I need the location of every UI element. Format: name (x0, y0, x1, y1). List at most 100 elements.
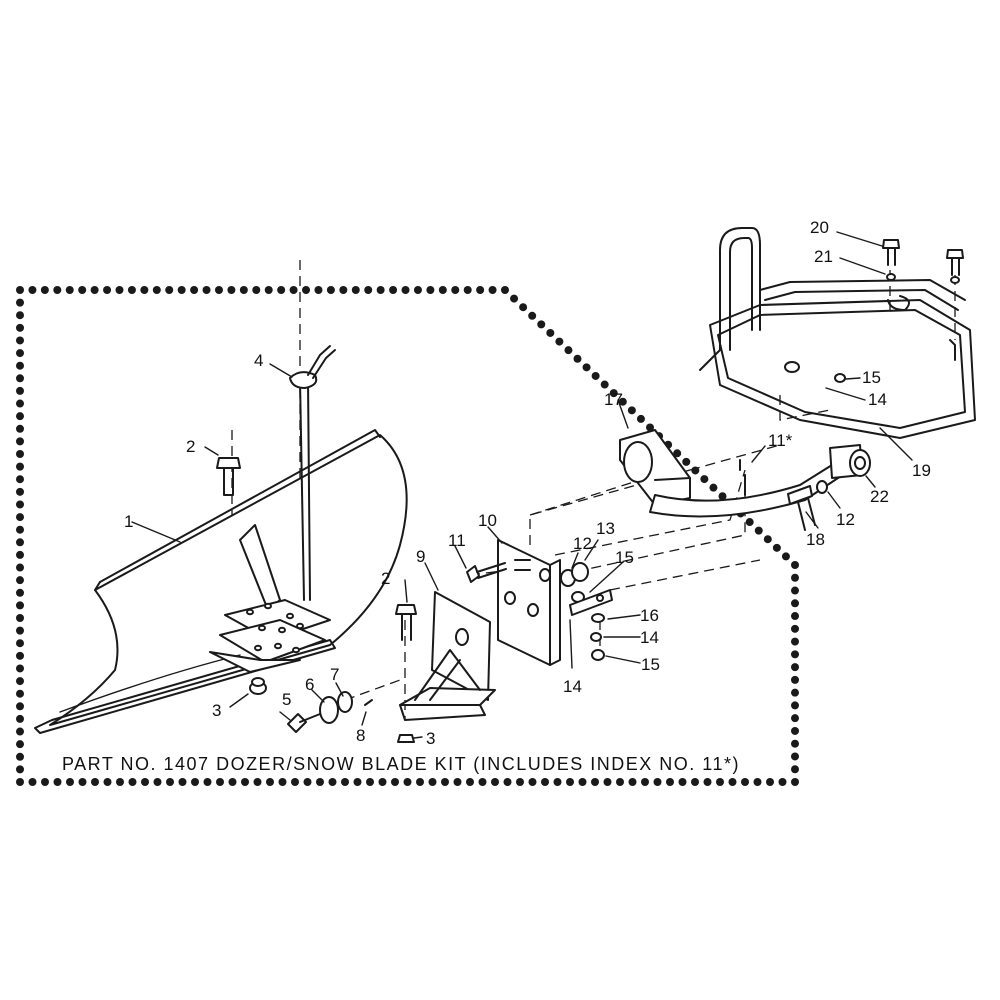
border-dot (16, 588, 24, 597)
border-dot (128, 778, 137, 786)
border-dot (488, 286, 497, 294)
plate-hole (258, 624, 266, 632)
border-dot (600, 380, 609, 389)
border-dot (303, 778, 312, 786)
border-dot (16, 412, 24, 421)
border-dot (141, 778, 149, 786)
border-dot (791, 675, 799, 684)
plate-hole (278, 626, 286, 634)
border-dot (476, 286, 485, 294)
border-dot (566, 778, 574, 786)
border-dot (491, 778, 499, 786)
border-dot (16, 765, 24, 774)
callout-8: 8 (356, 726, 365, 745)
border-dot (364, 286, 373, 294)
border-dot (618, 397, 627, 406)
border-dot (302, 286, 311, 294)
border-dot (16, 651, 24, 660)
border-dot (190, 286, 199, 294)
border-dot (591, 778, 599, 786)
hitch-arm (649, 444, 871, 531)
bolt-lower (395, 604, 417, 641)
border-dot (781, 552, 790, 561)
bracket-hardware (560, 562, 613, 616)
border-dot (239, 286, 248, 294)
border-dot (115, 286, 124, 294)
border-dot (53, 286, 62, 294)
border-dot (16, 298, 24, 307)
border-dot (573, 354, 582, 363)
border-dot (314, 286, 323, 294)
border-dot (426, 286, 435, 294)
border-dot (401, 286, 410, 294)
callout-4: 4 (254, 351, 263, 370)
border-dot (277, 286, 286, 294)
border-dot (252, 286, 261, 294)
border-dot (791, 714, 799, 723)
border-dot (678, 778, 687, 786)
border-dot (389, 286, 398, 294)
border-dot (754, 526, 763, 535)
border-dot (16, 286, 24, 294)
border-dot (66, 778, 74, 786)
border-dot (778, 778, 787, 786)
leader-arrows (131, 231, 913, 739)
callout-21: 21 (814, 247, 833, 266)
border-dot (718, 492, 727, 501)
border-dot (628, 778, 637, 786)
border-dot (791, 778, 799, 786)
callout-11-star: 11* (768, 431, 793, 450)
border-dot (16, 727, 24, 736)
border-dot (16, 550, 24, 559)
callout-13: 13 (596, 519, 615, 538)
border-dot (78, 778, 87, 786)
plate-hole (286, 612, 294, 620)
border-dot (16, 361, 24, 370)
border-dot (16, 475, 24, 484)
border-dot (636, 414, 645, 423)
border-dot (603, 778, 612, 786)
plate-hole (264, 602, 272, 610)
border-dot (266, 778, 274, 786)
border-dot (16, 487, 24, 496)
border-dot (413, 286, 422, 294)
border-dot (791, 701, 799, 710)
border-dot (700, 475, 709, 484)
border-dot (16, 538, 24, 547)
callout-16: 16 (640, 606, 659, 625)
callout-14-stack: 14 (640, 628, 659, 647)
border-dot (741, 778, 749, 786)
border-dot (564, 346, 573, 355)
nut-lower (397, 734, 415, 743)
border-dot (16, 752, 24, 761)
border-dot (772, 543, 781, 552)
border-dot (53, 778, 62, 786)
callout-14-frame: 14 (868, 390, 887, 409)
border-dot (463, 286, 472, 294)
border-dot (791, 726, 799, 735)
border-dot (28, 286, 37, 294)
border-dot (753, 778, 762, 786)
border-dot (791, 739, 799, 748)
washer-stack (590, 613, 605, 661)
border-dot (673, 449, 682, 458)
callout-20: 20 (810, 218, 829, 237)
callout-5: 5 (282, 690, 291, 709)
border-dot (78, 286, 87, 294)
border-dot (16, 336, 24, 345)
border-dot (16, 323, 24, 332)
callout-2-lower: 2 (381, 569, 390, 588)
plate-hole (292, 646, 300, 654)
blade-mount-bracket (209, 524, 331, 673)
border-dot (264, 286, 273, 294)
border-dot (616, 778, 624, 786)
border-dot (326, 286, 335, 294)
border-dot (791, 612, 799, 621)
callout-7: 7 (330, 665, 339, 684)
border-dot (16, 462, 24, 471)
plate-hole (254, 644, 262, 652)
border-dot (766, 778, 774, 786)
border-dot (16, 525, 24, 534)
border-dot (376, 286, 385, 294)
callout-1: 1 (124, 512, 133, 531)
